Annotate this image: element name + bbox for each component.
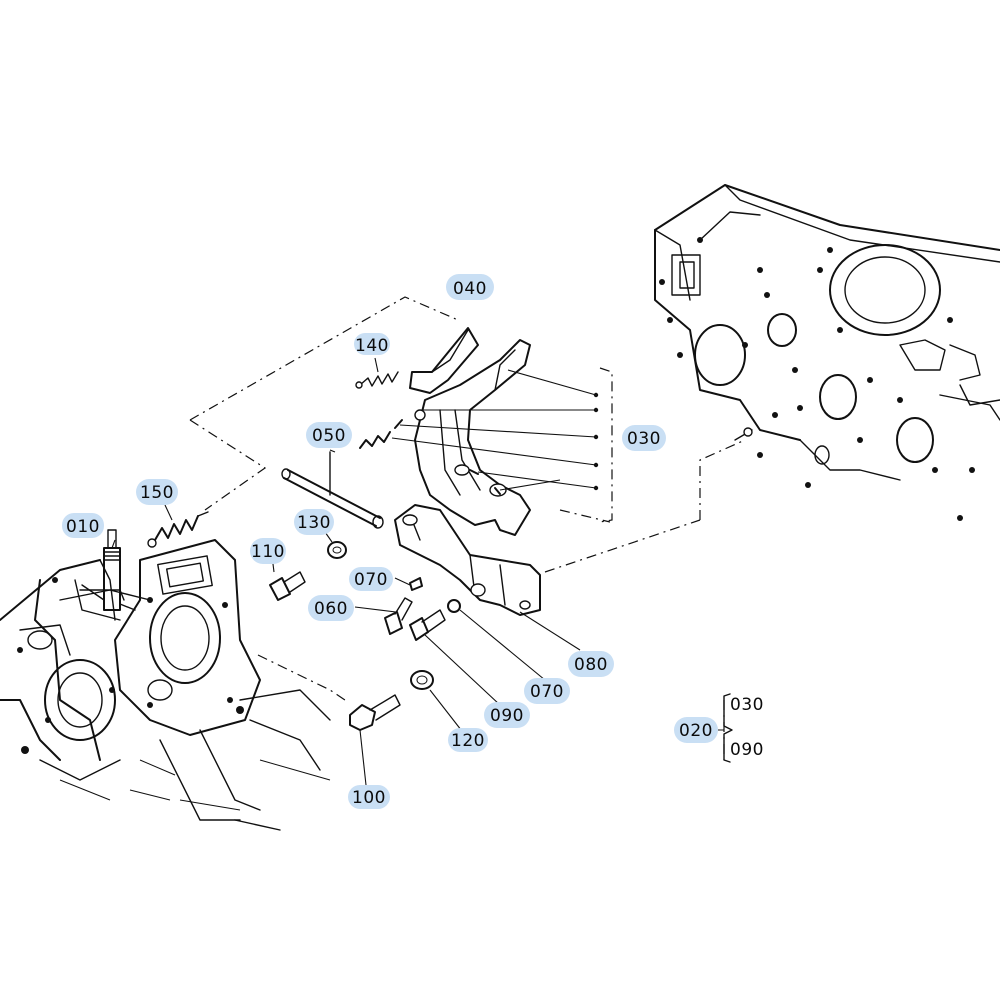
callout-090: 090 [484, 702, 530, 728]
callout-140-label: 140 [355, 336, 389, 356]
callout-070-upper-label: 070 [354, 570, 388, 590]
callout-120-label: 120 [451, 731, 485, 751]
callout-070-upper: 070 [349, 567, 393, 591]
callout-100-label: 100 [352, 788, 386, 808]
callout-030-label: 030 [627, 429, 661, 449]
callout-050-label: 050 [312, 426, 346, 446]
engine-block [654, 184, 1000, 521]
callout-090-label: 090 [490, 706, 524, 726]
callout-010: 010 [62, 513, 104, 538]
callout-050: 050 [306, 422, 352, 448]
group-item-bottom: 090 [730, 740, 764, 760]
callout-060: 060 [308, 595, 354, 621]
leader-lines [111, 357, 599, 786]
callout-030: 030 [622, 425, 666, 451]
callout-150: 150 [136, 479, 178, 505]
gear-case-housing [0, 529, 331, 831]
callout-020-label: 020 [679, 721, 713, 741]
callout-130-label: 130 [297, 513, 331, 533]
callout-130: 130 [294, 509, 334, 535]
phantom-lines [189, 296, 746, 701]
group-item-top: 030 [730, 695, 764, 715]
callout-120: 120 [448, 728, 488, 752]
callout-110-label: 110 [251, 542, 285, 562]
callout-110: 110 [250, 538, 286, 564]
callout-100: 100 [348, 785, 390, 809]
callout-060-label: 060 [314, 599, 348, 619]
callout-040-label: 040 [453, 279, 487, 299]
assembly-group-020: 020 030 090 [674, 693, 764, 763]
callout-070-lower-label: 070 [530, 682, 564, 702]
callout-150-label: 150 [140, 483, 174, 503]
callout-080-label: 080 [574, 655, 608, 675]
callout-080: 080 [568, 651, 614, 677]
callout-140: 140 [354, 333, 390, 356]
callout-070-lower: 070 [524, 678, 570, 704]
callout-010-label: 010 [66, 517, 100, 537]
callout-040: 040 [446, 274, 494, 300]
fork-lever-assembly [147, 327, 541, 731]
